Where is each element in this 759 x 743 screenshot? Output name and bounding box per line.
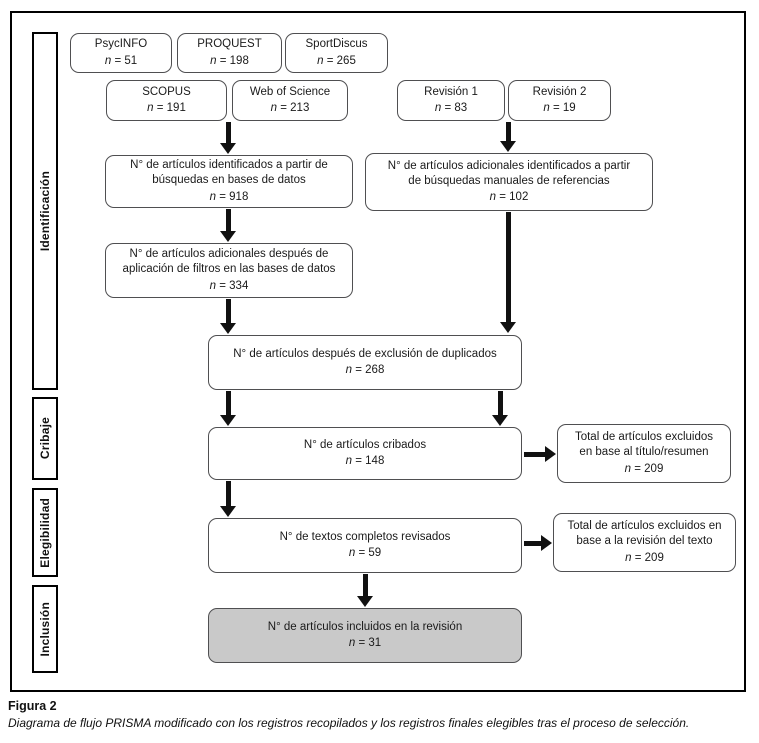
arrow-revisions-to-manual [500,122,516,152]
node-title: PROQUEST [197,38,262,51]
node-after-duplicates: N° de artículos después de exclusión de … [208,335,522,390]
node-title: Revisión 1 [424,85,478,98]
node-count: n = 918 [209,190,249,203]
node-count: n = 334 [209,279,249,292]
stage-elegibilidad: Elegibilidad [32,488,58,577]
node-count: n = 59 [348,547,382,560]
node-scopus: SCOPUS n = 191 [106,80,227,121]
node-title: N° de artículos después de exclusión de … [233,347,497,360]
stage-label: Elegibilidad [38,497,52,568]
node-title: PsycINFO [94,38,148,51]
node-proquest: PROQUEST n = 198 [177,33,282,73]
arrow-screened-to-fulltext [220,481,236,517]
arrow-fulltext-to-included [357,574,373,607]
node-title: N° de artículos cribados [303,438,427,451]
stage-cribaje: Cribaje [32,397,58,480]
node-screened: N° de artículos cribados n = 148 [208,427,522,480]
node-count: n = 213 [270,102,310,115]
node-psycinfo: PsycINFO n = 51 [70,33,172,73]
arrow-fulltext-to-excluded [524,535,552,551]
node-manual-references: N° de artículos adicionales identificado… [365,153,653,211]
node-excluded-fulltext: Total de artículos excluidos en base a l… [553,513,736,572]
node-title: N° de textos completos revisados [279,530,451,543]
node-title: N° de artículos incluidos en la revisión [267,620,463,633]
arrow-duplicates-to-screened-left [220,391,236,426]
node-count: n = 209 [624,462,664,475]
node-title: Total de artículos excluidos en base a l… [567,520,722,548]
node-count: n = 209 [625,551,664,564]
node-sportdiscus: SportDiscus n = 265 [285,33,388,73]
node-included: N° de artículos incluidos en la revisión… [208,608,522,663]
stage-inclusion: Inclusión [32,585,58,673]
node-title: SportDiscus [305,38,368,51]
node-revision-2: Revisión 2 n = 19 [508,80,611,121]
arrow-filtered-to-duplicates [220,299,236,334]
node-identified-databases: N° de artículos identificados a partir d… [105,155,353,208]
stage-identificacion: Identificación [32,32,58,390]
node-count: n = 268 [345,364,385,377]
arrow-identified-to-filtered [220,209,236,242]
node-title: Revisión 2 [532,85,587,98]
node-count: n = 19 [543,102,576,115]
node-title: Web of Science [249,85,331,98]
node-count: n = 83 [434,102,468,115]
node-after-filters: N° de artículos adicionales después de a… [105,243,353,298]
node-web-of-science: Web of Science n = 213 [232,80,348,121]
arrow-duplicates-to-screened-right [492,391,508,426]
node-title: N° de artículos adicionales identificado… [387,159,631,187]
node-count: n = 31 [348,637,382,650]
node-fulltext-reviewed: N° de textos completos revisados n = 59 [208,518,522,573]
node-excluded-title-abstract: Total de artículos excluidos en base al … [557,424,731,483]
node-title: Total de artículos excluidos en base al … [574,431,714,459]
figure-caption-text: Diagrama de flujo PRISMA modificado con … [8,716,690,730]
node-count: n = 191 [147,102,186,115]
stage-label: Inclusión [38,601,52,657]
node-count: n = 102 [489,191,529,204]
node-title: N° de artículos identificados a partir d… [130,159,328,187]
node-revision-1: Revisión 1 n = 83 [397,80,505,121]
arrow-screened-to-excluded [524,446,556,462]
stage-label: Cribaje [38,417,52,460]
node-count: n = 148 [345,455,385,468]
figure-caption-title: Figura 2 [8,699,57,713]
node-count: n = 198 [210,54,249,67]
node-title: N° de artículos adicionales después de a… [122,248,336,276]
stage-label: Identificación [38,170,52,252]
arrow-manual-to-duplicates [500,212,516,333]
arrow-databases-to-identified [220,122,236,154]
node-count: n = 51 [104,54,138,67]
node-title: SCOPUS [142,85,191,98]
node-count: n = 265 [317,54,356,67]
